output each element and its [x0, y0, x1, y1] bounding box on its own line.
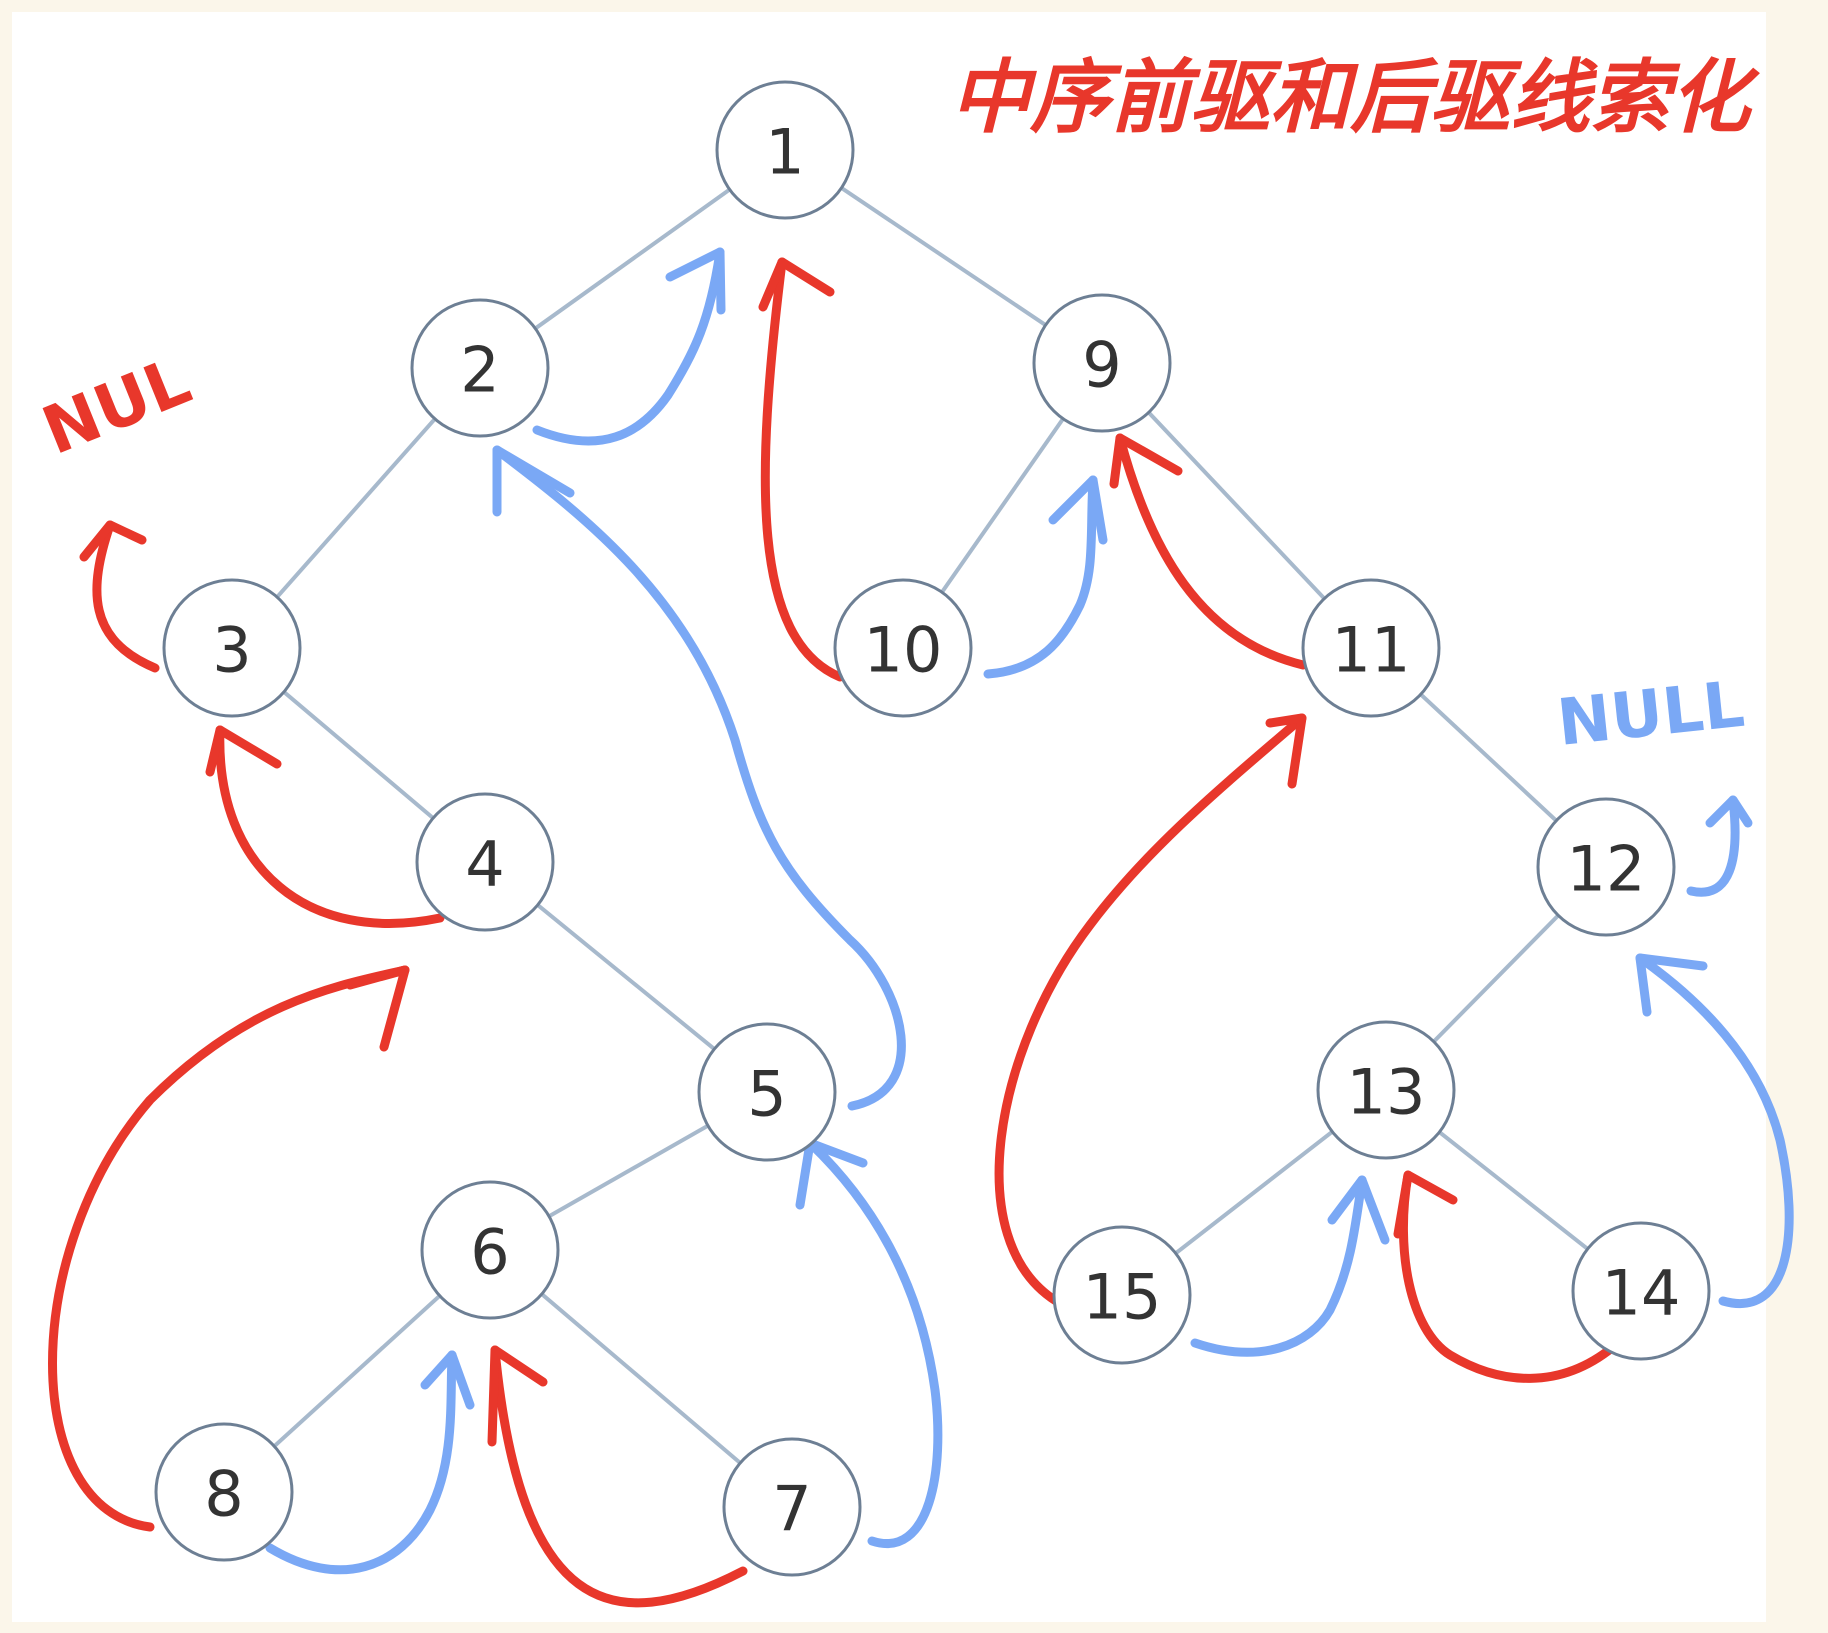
node-circle [1301, 578, 1441, 718]
node-label: 14 [1602, 1257, 1681, 1330]
red-thread-8-to-4 [48, 965, 410, 1532]
node-circle [833, 578, 973, 718]
node-label: 2 [460, 334, 499, 407]
blue-thread-8-to-6 [265, 1350, 475, 1575]
red-thread-10-to-1 [758, 257, 845, 682]
node-label: 6 [470, 1216, 509, 1289]
red-thread-14-to-13 [1393, 1170, 1618, 1383]
node-label: 8 [204, 1458, 243, 1531]
node-label: 15 [1083, 1261, 1162, 1334]
tree-node-15: 15 [1052, 1225, 1192, 1365]
node-label: 10 [864, 614, 943, 687]
node-circle [162, 578, 302, 718]
tree-node-2: 2 [410, 298, 550, 438]
node-circle [1032, 293, 1172, 433]
blue-thread-12-to-null [1686, 795, 1753, 897]
diagram-title: 中序前驱和后驱线索化 [950, 51, 1760, 144]
node-label: 7 [772, 1473, 811, 1546]
node-circle [715, 80, 855, 220]
node-circle [154, 1422, 294, 1562]
node-label: 11 [1332, 614, 1411, 687]
diagram-panel [12, 12, 1766, 1622]
blue-thread-14-to-12 [1635, 953, 1794, 1308]
node-circle [415, 792, 555, 932]
tree-node-12: 12 [1536, 797, 1676, 937]
red-thread-4-to-3 [205, 725, 445, 928]
node-circle [697, 1022, 837, 1162]
tree-node-14: 14 [1571, 1221, 1711, 1361]
node-circle [420, 1180, 560, 1320]
blue-thread-15-to-13 [1190, 1175, 1390, 1357]
blue-thread-2-to-1 [532, 247, 726, 446]
tree-node-13: 13 [1316, 1020, 1456, 1160]
node-circle [1316, 1020, 1456, 1160]
red-thread-3-to-nul [79, 520, 160, 673]
red-thread-11-to-9 [1109, 433, 1308, 670]
blue-thread-10-to-9 [983, 475, 1108, 679]
tree-node-9: 9 [1032, 293, 1172, 433]
tree-node-8: 8 [154, 1422, 294, 1562]
node-circle [1052, 1225, 1192, 1365]
node-label: 5 [747, 1058, 786, 1131]
node-label: 4 [465, 828, 504, 901]
node-circle [722, 1437, 862, 1577]
node-label: 12 [1567, 833, 1646, 906]
node-circle [1571, 1221, 1711, 1361]
blue-thread-5-to-2 [492, 445, 906, 1111]
red-thread-7-to-6 [487, 1345, 748, 1608]
tree-node-3: 3 [162, 578, 302, 718]
node-circle [410, 298, 550, 438]
tree-node-4: 4 [415, 792, 555, 932]
node-label: 13 [1347, 1056, 1426, 1129]
tree-node-10: 10 [833, 578, 973, 718]
node-label: 3 [212, 614, 251, 687]
node-circle [1536, 797, 1676, 937]
tree-node-11: 11 [1301, 578, 1441, 718]
tree-node-5: 5 [697, 1022, 837, 1162]
node-label: 9 [1082, 329, 1121, 402]
node-label: 1 [765, 116, 804, 189]
tree-node-7: 7 [722, 1437, 862, 1577]
thread-arrows [48, 247, 1794, 1608]
tree-node-1: 1 [715, 80, 855, 220]
red-thread-15-to-11 [994, 713, 1307, 1306]
tree-node-6: 6 [420, 1180, 560, 1320]
